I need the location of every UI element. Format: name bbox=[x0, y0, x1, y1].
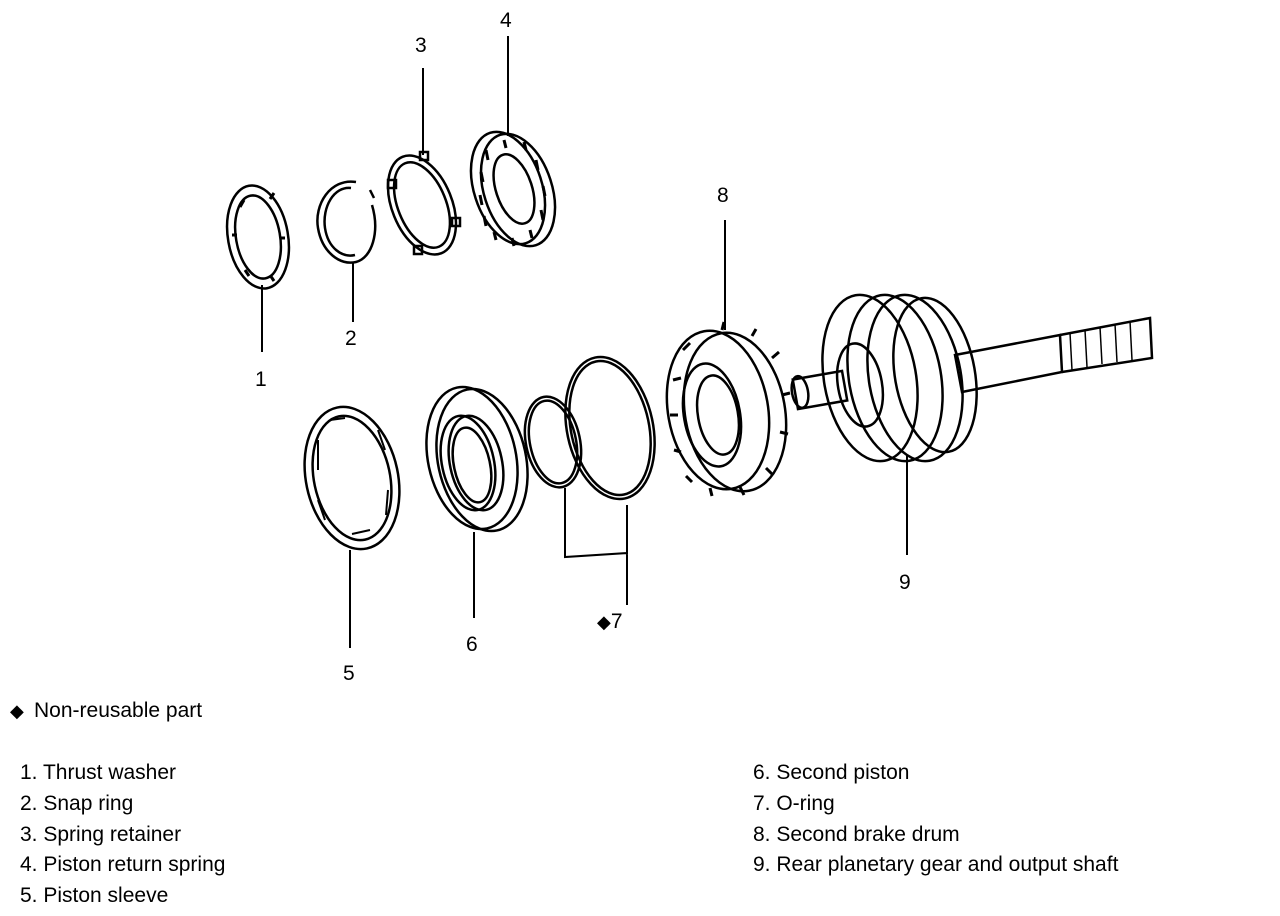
parts-list-item: 9. Rear planetary gear and output shaft bbox=[753, 853, 1119, 877]
callout-1: 1 bbox=[255, 368, 267, 391]
callout-8: 8 bbox=[717, 184, 729, 207]
callout-5: 5 bbox=[343, 662, 355, 685]
second-piston-part bbox=[425, 385, 529, 533]
non-reusable-mark-icon: ◆ bbox=[597, 612, 611, 632]
spring-retainer-part bbox=[386, 150, 462, 256]
rear-planetary-gear-and-output-shaft-part bbox=[790, 293, 1154, 463]
o-ring-part bbox=[523, 355, 656, 501]
parts-list-left: 1. Thrust washer 2. Snap ring 3. Spring … bbox=[20, 758, 225, 912]
parts-list-item: 5. Piston sleeve bbox=[20, 884, 169, 908]
callout-4: 4 bbox=[500, 9, 512, 32]
callout-7-number: 7 bbox=[610, 610, 623, 633]
snap-ring-part bbox=[316, 180, 377, 264]
piston-sleeve-part bbox=[303, 405, 401, 551]
leader-line-7 bbox=[564, 488, 628, 605]
callout-7: ◆7 bbox=[597, 611, 623, 633]
thrust-washer-part bbox=[225, 184, 291, 290]
callout-3: 3 bbox=[415, 34, 427, 57]
parts-list-item: 8. Second brake drum bbox=[753, 822, 960, 846]
exploded-parts-diagram bbox=[225, 36, 1154, 648]
parts-list-item: 1. Thrust washer bbox=[20, 761, 177, 784]
second-brake-drum-part bbox=[665, 321, 791, 497]
piston-return-spring-part bbox=[469, 130, 557, 248]
parts-list-item: 6. Second piston bbox=[753, 761, 910, 784]
parts-list-item: 7. O-ring bbox=[753, 791, 835, 815]
non-reusable-legend: ◆ Non-reusable part bbox=[10, 699, 202, 723]
parts-list-item: 2. Snap ring bbox=[20, 791, 134, 815]
callout-6: 6 bbox=[466, 633, 478, 656]
non-reusable-legend-text: Non-reusable part bbox=[34, 699, 203, 722]
diamond-icon: ◆ bbox=[10, 701, 24, 721]
callout-9: 9 bbox=[899, 571, 911, 594]
parts-list-right: 6. Second piston 7. O-ring 8. Second bra… bbox=[753, 758, 1118, 881]
parts-list-item: 4. Piston return spring bbox=[20, 853, 226, 877]
callout-2: 2 bbox=[345, 327, 357, 350]
parts-list-item: 3. Spring retainer bbox=[20, 822, 182, 846]
